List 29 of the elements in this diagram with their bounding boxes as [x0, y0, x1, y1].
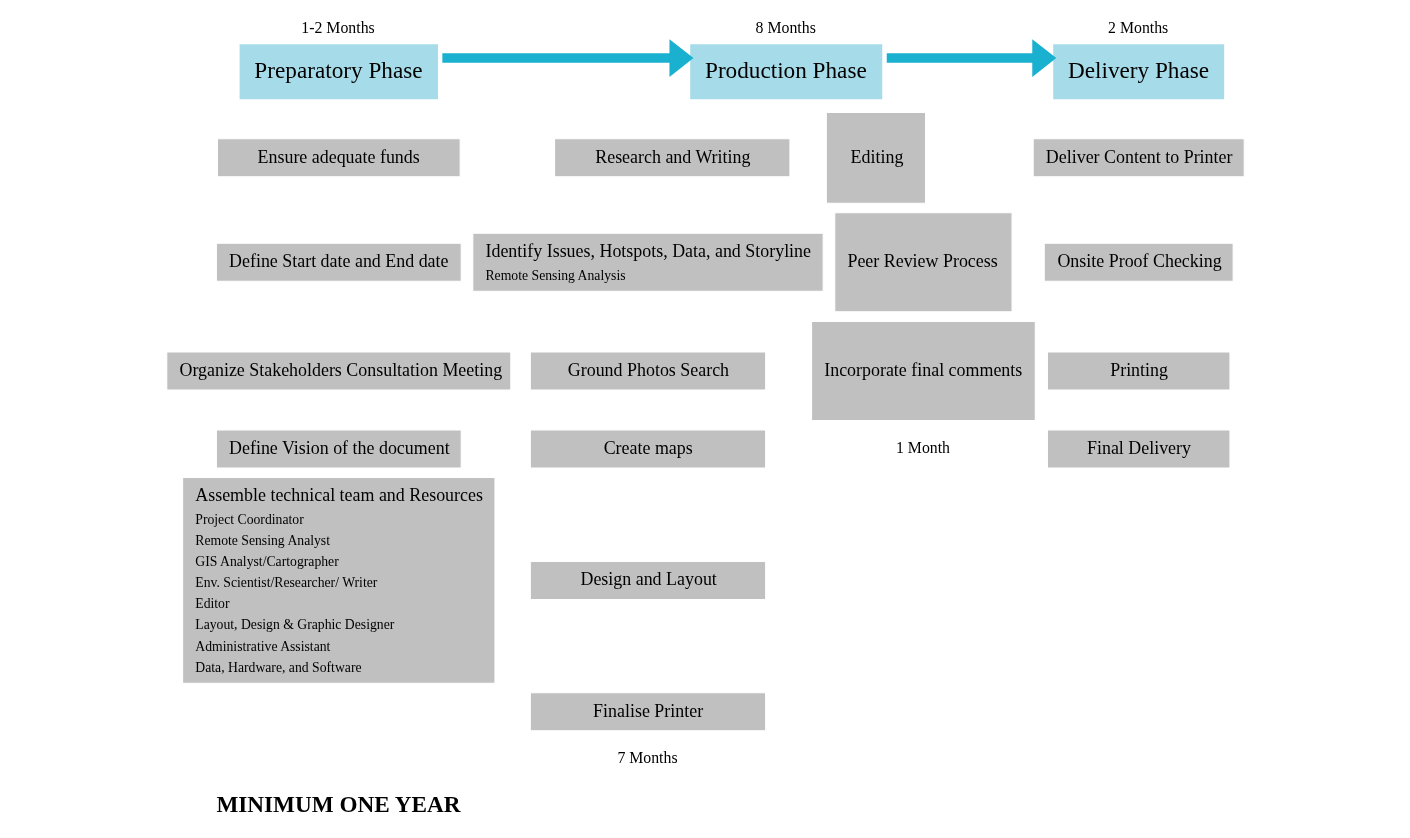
node-box: Research and Writing [553, 137, 790, 177]
node-label: 8 Months [755, 18, 816, 36]
label: MINIMUM ONE YEAR [215, 790, 460, 817]
node-label: 1-2 Months [300, 18, 375, 36]
node-box: Deliver Content to Printer [1032, 137, 1245, 177]
node-box: Incorporate final comments [810, 320, 1036, 421]
node-box: Define Start date and End date [215, 242, 462, 282]
node-box: Onsite Proof Checking [1043, 242, 1234, 282]
node-box: Create maps [529, 429, 766, 469]
node-box: Ensure adequate funds [216, 137, 461, 177]
arrow [886, 38, 1056, 77]
node-box: Design and Layout [529, 560, 766, 600]
arrow [441, 38, 693, 77]
node-box: Delivery Phase [1052, 43, 1224, 99]
node-box: Production Phase [689, 43, 882, 99]
node-label: 2 Months [1107, 18, 1168, 36]
node-box: Preparatory Phase [239, 43, 438, 99]
node-box: Define Vision of the document [215, 429, 462, 469]
node-box: Peer Review Process [833, 211, 1013, 312]
node-box: Printing [1046, 350, 1230, 390]
node-box: Organize Stakeholders Consultation Meeting [165, 350, 511, 390]
node-box: Ground Photos Search [529, 350, 766, 390]
node-box: Assemble technical team and Resources Project Coordinator Remote Sensing Analyst GIS Analyst/Cartographer Env. Scientist/Researcher/ Writer Editor Layout, Design & Graphic Designer Administrative Assistant Data, Hardware, and Software [181, 476, 495, 684]
node-box: Final Delivery [1046, 429, 1230, 469]
label: 7 Months [616, 748, 678, 766]
node-box: Finalise Printer [529, 691, 766, 731]
node-box: Identify Issues, Hotspots, Data, and Storyline Remote Sensing Analysis [471, 232, 824, 292]
node-box: Editing [825, 111, 926, 204]
label: 1 Month [895, 438, 950, 456]
